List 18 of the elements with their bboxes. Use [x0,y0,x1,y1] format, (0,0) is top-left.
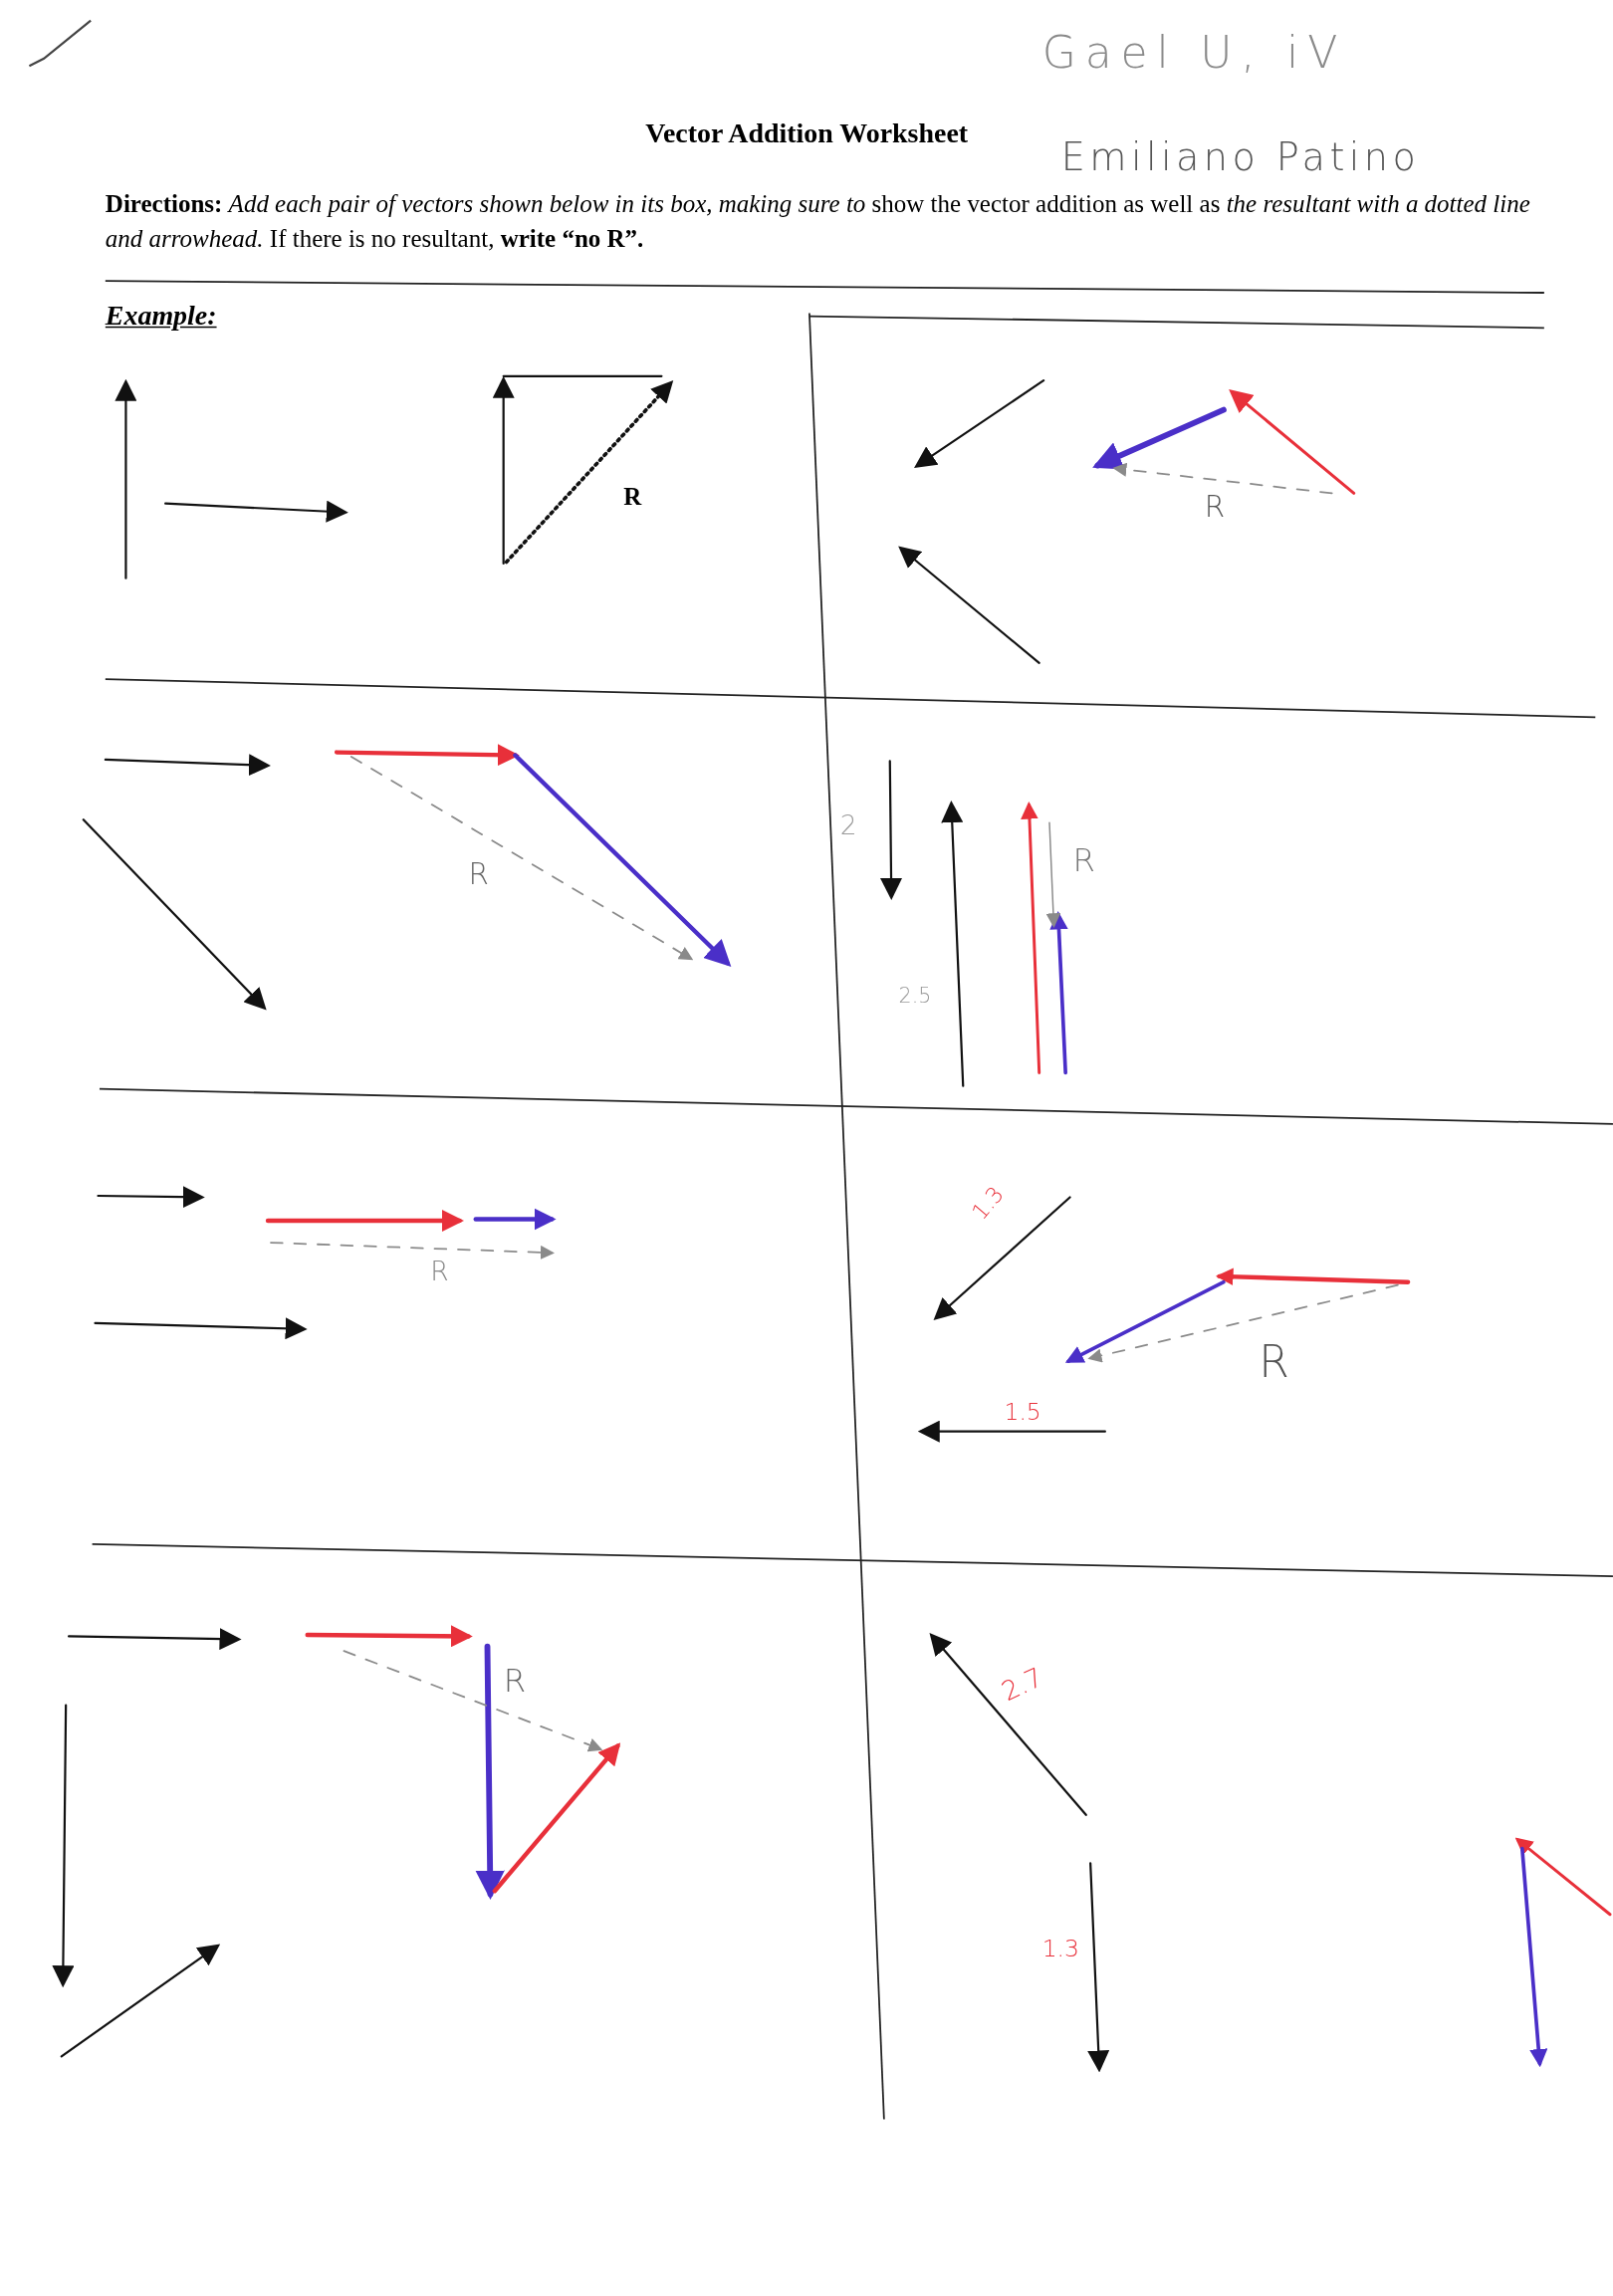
handwritten-label: R [430,1256,449,1287]
directions-text: Directions: Add each pair of vectors shown below in its box, making sure to show the vector addition as well as the resultant with a dotted line and arrowhead. If there is no resultant, write “no R”. [105,189,1531,256]
handwritten-label: 1.3 [1041,1935,1080,1963]
handwritten-label: R [1072,841,1095,878]
handwritten-label: R [503,1662,527,1700]
worksheet-title: Vector Addition Worksheet [645,116,969,149]
handwritten-label: R [1259,1336,1289,1388]
handwritten-label: R [1204,489,1226,525]
resultant-label: R [623,483,642,513]
handwritten-label: 1.5 [1004,1397,1041,1426]
example-heading: Example: [105,300,217,333]
handwritten-name: Emiliano Patino [1060,134,1421,179]
handwritten-name: Gael U, iV [1041,26,1347,78]
handwritten-label: 2.5 [898,983,932,1008]
handwritten-label: 2.7 [996,1661,1048,1708]
handwritten-label: R [468,855,489,892]
handwritten-label: 2 [839,808,857,840]
handwritten-label: 1.3 [966,1181,1010,1226]
